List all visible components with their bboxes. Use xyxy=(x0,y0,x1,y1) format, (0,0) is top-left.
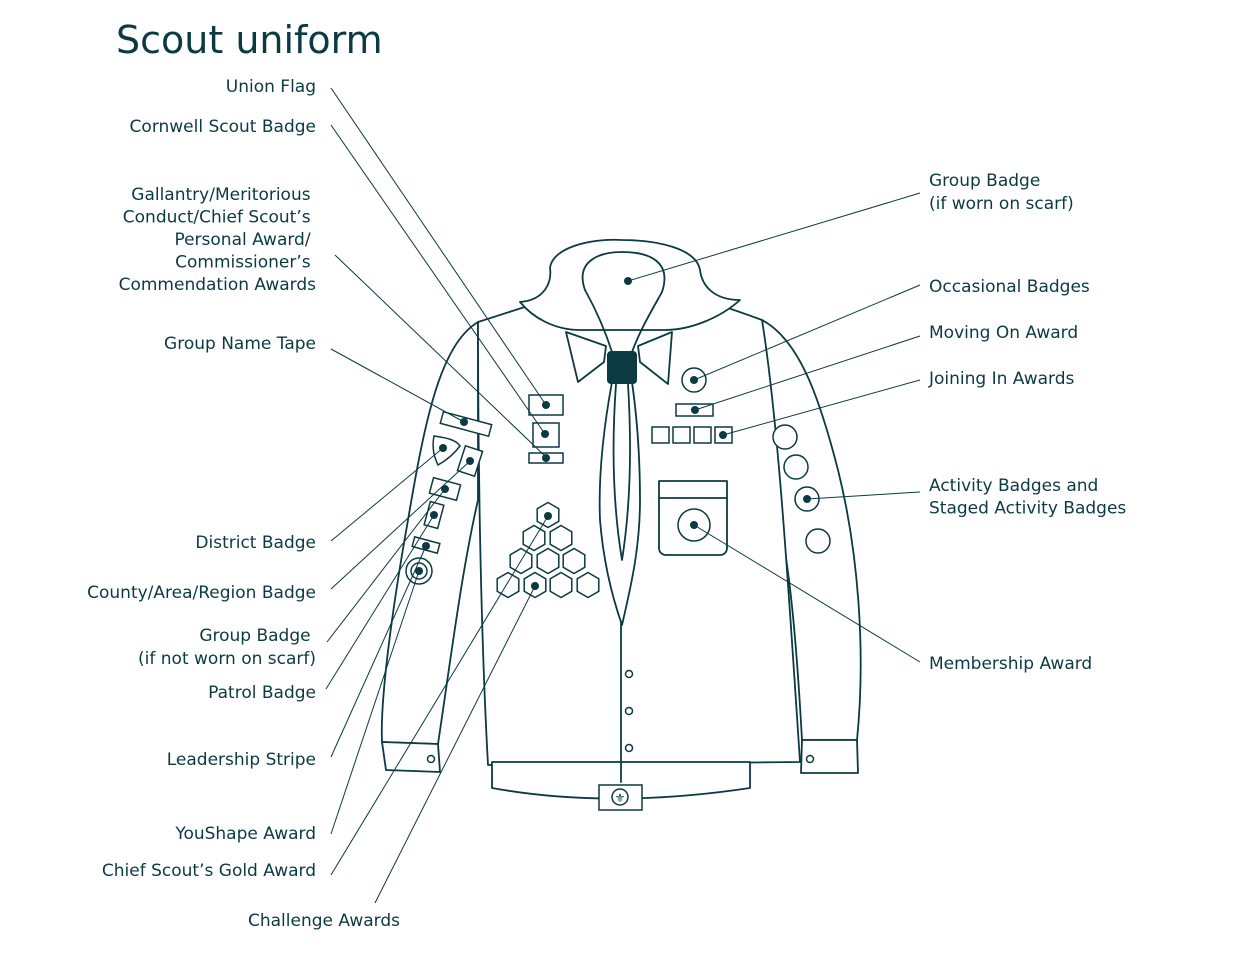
leader-line-joining-in xyxy=(722,379,921,436)
fleur-de-lis-icon xyxy=(611,788,629,806)
label-activity-badges: Activity Badges and Staged Activity Badg… xyxy=(929,476,1126,519)
leader-lines xyxy=(325,87,921,904)
leader-line-group-badge-sleeve xyxy=(326,488,446,643)
marker-dot xyxy=(415,567,423,575)
leader-line-patrol xyxy=(325,514,435,690)
woggle xyxy=(607,351,637,384)
collar-right xyxy=(565,331,607,383)
scarf-collar xyxy=(519,238,741,331)
challenge-award-hexagon xyxy=(522,524,546,552)
leader-line-district xyxy=(330,447,444,542)
leader-line-occasional xyxy=(693,284,921,381)
marker-dot xyxy=(439,444,447,452)
challenge-award-hexagon xyxy=(536,547,560,575)
cuff-button xyxy=(426,754,436,764)
scarf-tail-crease xyxy=(612,383,631,561)
label-occasional-badges: Occasional Badges xyxy=(929,277,1090,297)
challenge-award-hexagon xyxy=(576,571,600,599)
activity-badge-shape xyxy=(783,454,809,480)
activity-badge-shape xyxy=(805,528,831,554)
shirt-illustration: ⚜ xyxy=(380,238,862,811)
shirt-button xyxy=(624,706,634,716)
scarf-inner xyxy=(581,251,666,293)
marker-dot xyxy=(430,511,438,519)
label-youshape-award: YouShape Award xyxy=(174,824,316,844)
label-group-badge-not-scarf: Group Badge (if not worn on scarf) xyxy=(138,626,316,669)
leader-line-county xyxy=(330,460,471,590)
label-district-badge: District Badge xyxy=(195,533,316,553)
label-chief-scouts-gold-award: Chief Scout’s Gold Award xyxy=(102,861,316,881)
labels-left: Union Flag Cornwell Scout Badge Gallantr… xyxy=(87,77,400,931)
marker-dot xyxy=(541,430,549,438)
cornwell-badge xyxy=(532,422,560,448)
marker-dot xyxy=(719,431,727,439)
label-group-badge-scarf: Group Badge (if worn on scarf) xyxy=(929,171,1074,214)
leader-line-cornwell xyxy=(330,124,546,435)
marker-dot xyxy=(460,418,468,426)
leader-line-youshape xyxy=(330,570,420,835)
page-title: Scout uniform xyxy=(116,18,383,62)
challenge-award-hexagon xyxy=(562,547,586,575)
marker-dot xyxy=(803,495,811,503)
left-cuff xyxy=(800,739,859,774)
challenge-award-hexagon xyxy=(549,524,573,552)
leader-line-leadership xyxy=(330,545,427,758)
marker-dot xyxy=(466,457,474,465)
label-gallantry-awards: Gallantry/Meritorious Conduct/Chief Scou… xyxy=(119,185,317,295)
marker-dot xyxy=(542,454,550,462)
shirt-button xyxy=(624,743,634,753)
labels-right: Group Badge (if worn on scarf) Occasiona… xyxy=(928,171,1126,674)
activity-badge-shape xyxy=(772,424,798,450)
marker-dot xyxy=(422,542,430,550)
label-patrol-badge: Patrol Badge xyxy=(208,683,316,703)
marker-dot xyxy=(531,582,539,590)
leader-dots xyxy=(415,277,811,590)
challenge-award-hexagon xyxy=(549,571,573,599)
label-joining-in-awards: Joining In Awards xyxy=(928,369,1075,389)
marker-dot xyxy=(690,376,698,384)
leader-line-gallantry xyxy=(334,254,547,458)
label-union-flag: Union Flag xyxy=(226,77,316,97)
joining-in-award-shape xyxy=(693,426,712,444)
right-cuff xyxy=(381,741,441,773)
leader-line-activity xyxy=(806,491,921,500)
shirt-button xyxy=(624,669,634,679)
cuff-button xyxy=(805,754,815,764)
leader-line-group-badge-scarf xyxy=(627,192,921,282)
label-leadership-stripe: Leadership Stripe xyxy=(167,750,316,770)
scarf-fold-left xyxy=(584,289,613,353)
label-challenge-awards: Challenge Awards xyxy=(248,911,400,931)
leader-line-challenge xyxy=(374,585,536,904)
leader-line-group-name-tape xyxy=(330,348,465,423)
leader-line-moving-on xyxy=(694,335,921,411)
district-badge-shape xyxy=(432,435,461,467)
fleur-de-lis-glyph: ⚜ xyxy=(615,791,626,805)
label-membership-award: Membership Award xyxy=(929,654,1092,674)
marker-dot xyxy=(544,512,552,520)
marker-dot xyxy=(441,485,449,493)
leader-line-union-flag xyxy=(330,87,547,406)
label-group-name-tape: Group Name Tape xyxy=(164,334,316,354)
marker-dot xyxy=(624,277,632,285)
leader-line-gold xyxy=(330,515,549,876)
scarf-fold-right xyxy=(631,291,663,353)
marker-dot xyxy=(542,401,550,409)
collar-left xyxy=(637,331,673,385)
label-county-badge: County/Area/Region Badge xyxy=(87,583,316,603)
marker-dot xyxy=(691,406,699,414)
label-moving-on-award: Moving On Award xyxy=(929,323,1078,343)
marker-dot xyxy=(690,521,698,529)
label-cornwell-scout-badge: Cornwell Scout Badge xyxy=(130,117,316,137)
leader-line-membership xyxy=(693,524,921,663)
joining-in-award-shape xyxy=(651,426,670,444)
joining-in-award-shape xyxy=(672,426,691,444)
